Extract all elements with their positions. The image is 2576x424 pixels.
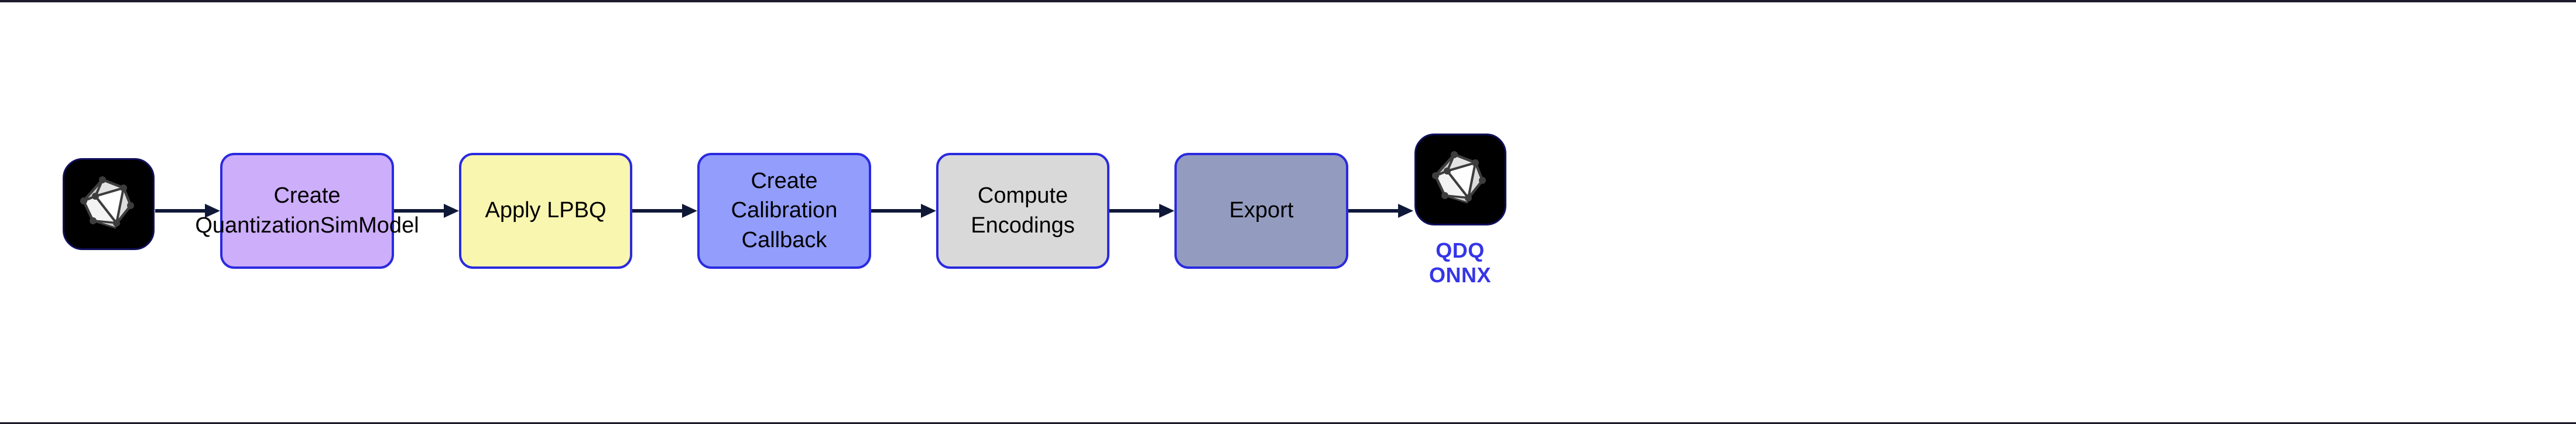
node-export-label: Export [1229,198,1294,223]
arrow-right-icon-6 [1348,203,1413,218]
node-create-quantizationsimmodel-label: Create QuantizationSimModel [195,183,419,238]
arrow-head [921,203,936,218]
arrow-shaft [871,208,923,213]
arrow-shaft [1109,208,1161,213]
arrow-head [205,203,220,218]
node-output-model-caption: QDQ ONNX [1429,238,1491,287]
arrow-right-icon-2 [394,203,459,218]
arrow-shaft [632,208,684,213]
arrow-head [1398,203,1413,218]
node-apply-lpbq[interactable]: Apply LPBQ [459,152,632,269]
onnx-logo-icon [1414,133,1506,225]
arrow-right-icon-1 [155,203,220,218]
node-input-model[interactable] [61,158,155,263]
arrow-right-icon-4 [871,203,936,218]
arrow-shaft [1348,208,1400,213]
arrow-shaft [155,208,207,213]
arrow-head [682,203,697,218]
arrow-right-icon-5 [1109,203,1174,218]
arrow-head [1159,203,1174,218]
node-create-calibration-callback[interactable]: Create Calibration Callback [697,152,871,269]
node-apply-lpbq-label: Apply LPBQ [485,198,607,223]
node-compute-encodings-label: Compute Encodings [971,183,1075,238]
arrow-right-icon-3 [632,203,697,218]
node-compute-encodings[interactable]: Compute Encodings [936,152,1109,269]
node-create-quantizationsimmodel[interactable]: Create QuantizationSimModel [195,152,419,269]
node-output-model[interactable]: QDQ ONNX [1413,133,1507,288]
arrow-shaft [394,208,446,213]
node-export[interactable]: Export [1174,152,1348,269]
node-create-calibration-callback-label: Create Calibration Callback [731,169,838,252]
onnx-logo-icon [62,158,155,250]
arrow-head [444,203,459,218]
